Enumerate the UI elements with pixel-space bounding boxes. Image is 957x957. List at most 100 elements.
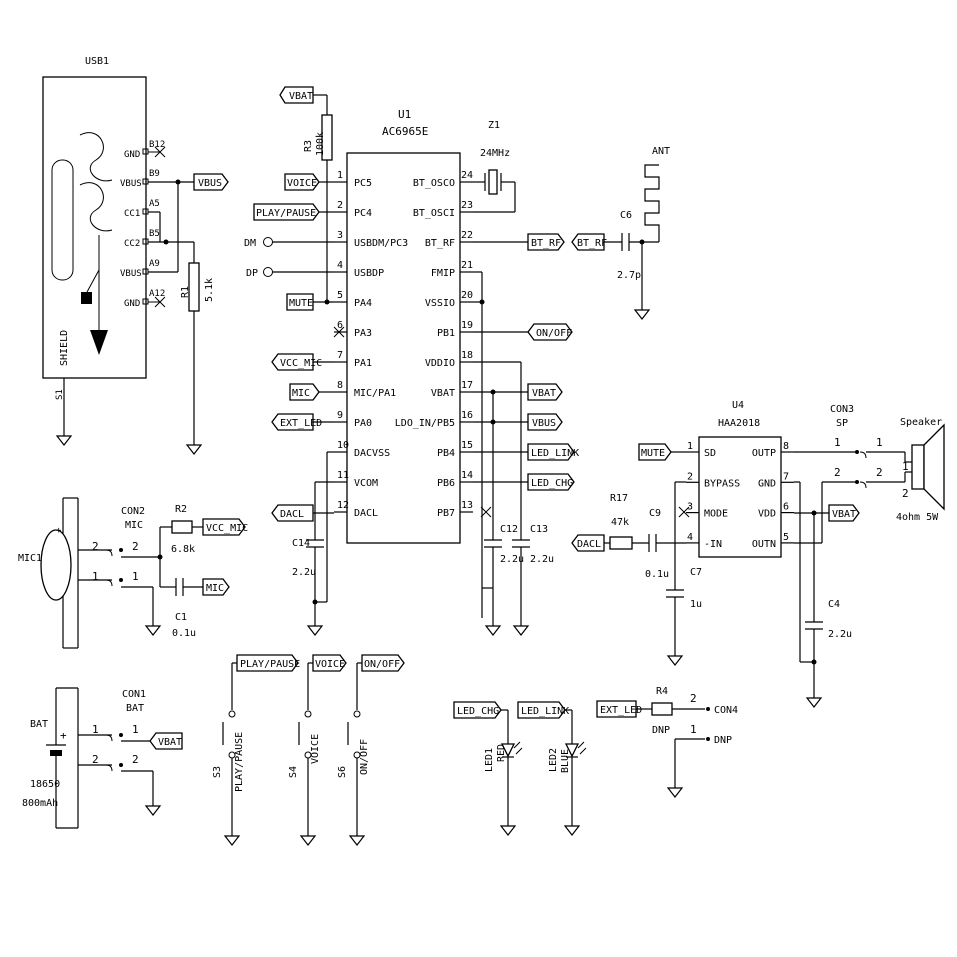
- s4-ref: S4: [288, 766, 299, 778]
- r17-value: 47k: [611, 517, 629, 528]
- con2-value: MIC: [125, 520, 143, 531]
- con2-ref: CON2: [121, 506, 145, 517]
- u1-pin-name: VBAT: [431, 388, 455, 399]
- c6-value: 2.7p: [617, 270, 641, 281]
- u1-pin-name: BT_RF: [425, 238, 455, 249]
- c9-ref: C9: [649, 508, 661, 519]
- u4-pin-name: VDD: [758, 509, 776, 520]
- u1-pin-name: PC5: [354, 178, 372, 189]
- con1-value: BAT: [126, 703, 144, 714]
- speaker-pin2: 2: [902, 487, 909, 500]
- s6-ref: S6: [337, 766, 348, 778]
- svg-text:+: +: [60, 729, 67, 742]
- con1-ref: CON1: [122, 689, 146, 700]
- r1-value: 5.1k: [204, 278, 215, 302]
- u1-pin-name: USBDM/PC3: [354, 238, 408, 249]
- con3-ref: CON3: [830, 404, 854, 415]
- u1-pin-number: 14: [461, 470, 473, 481]
- usb1-cc1-label: CC1: [124, 209, 140, 219]
- u1-left-pin-group: 1PC52PC43USBDM/PC34USBDP5PA46PA37PA18MIC…: [334, 170, 408, 519]
- u1-right-nets: Z1 24MHz BT_RF ON/OFF C13 2.2u VBAT C12 …: [473, 120, 579, 636]
- bat-pin2: 2: [92, 753, 99, 766]
- mic1-pin1: 1: [92, 570, 99, 583]
- led1-net-label: LED_CHG: [457, 706, 499, 717]
- mute-net-label: MUTE: [289, 298, 313, 309]
- usb1-pin-a5: A5: [149, 199, 160, 209]
- leds-section: LED_CHG LED1 RED LED_LINK LED2 BLUE: [453, 701, 587, 836]
- u1-pin-number: 10: [337, 440, 349, 451]
- led2-value: BLUE: [560, 749, 571, 773]
- u1-part: AC6965E: [382, 125, 428, 138]
- usb1-ref: USB1: [85, 56, 109, 67]
- z1-ref: Z1: [488, 120, 500, 131]
- con3-pin1: 1: [834, 436, 841, 449]
- u1-pin-number: 22: [461, 230, 473, 241]
- u1-pin-number: 6: [337, 320, 343, 331]
- usb1-shield-label: SHIELD: [59, 330, 70, 366]
- u1-pin-number: 4: [337, 260, 343, 271]
- u4-pin-name: OUTP: [752, 448, 776, 459]
- u1-pin-number: 23: [461, 200, 473, 211]
- s3-net-label: PLAY/PAUSE: [240, 659, 300, 670]
- usb-vbus-net-label: VBUS: [198, 178, 222, 189]
- u1-pin-number: 18: [461, 350, 473, 361]
- u1-pin-name: PB7: [437, 508, 455, 519]
- u1-pin-number: 12: [337, 500, 349, 511]
- mic1-ref: MIC1: [18, 553, 42, 564]
- speaker-pin1: 1: [902, 460, 909, 473]
- con4-ref: CON4: [714, 705, 738, 716]
- mic-net-label-mic: MIC: [206, 583, 224, 594]
- dacl-net-label-u1: DACL: [280, 509, 304, 520]
- c14-ref: C14: [292, 538, 310, 549]
- u1-pin-name: PB4: [437, 448, 455, 459]
- u1-chip: U1 AC6965E 1PC52PC43USBDM/PC34USBDP5PA46…: [334, 108, 473, 544]
- u1-pin-name: DACL: [354, 508, 378, 519]
- u1-pin-number: 3: [337, 230, 343, 241]
- con1-pin1: 1: [132, 723, 139, 736]
- bt-rf-net-label-ant: BT_RF: [577, 238, 607, 249]
- u4-pin-number: 2: [687, 471, 693, 482]
- s3-ref: S3: [212, 766, 223, 778]
- c12-value: 2.2u: [500, 554, 524, 565]
- u1-pin-number: 21: [461, 260, 473, 271]
- u1-pin-name: FMIP: [431, 268, 455, 279]
- con3-right-pin2: 2: [876, 466, 883, 479]
- led2-net-label: LED_LINK: [521, 706, 569, 717]
- c1-value: 0.1u: [172, 628, 196, 639]
- usb1-gnd1-label: GND: [124, 150, 140, 160]
- c7-value: 1u: [690, 599, 702, 610]
- r3-resistor: VBAT R3 100k: [279, 86, 333, 305]
- c4-ref: C4: [828, 599, 840, 610]
- u1-pin-name: PB6: [437, 478, 455, 489]
- c14-value: 2.2u: [292, 567, 316, 578]
- r2-ref: R2: [175, 504, 187, 515]
- u4-part: HAA2018: [718, 418, 760, 429]
- usb1-gnd2-label: GND: [124, 299, 140, 309]
- u4-amplifier: U4 HAA2018 1SD2BYPASS3MODE4-IN8OUTP7GND6…: [571, 400, 860, 708]
- r3-vbat-net-label: VBAT: [289, 91, 313, 102]
- u1-pin-number: 1: [337, 170, 343, 181]
- u4-pin-name: MODE: [704, 509, 728, 520]
- vcc-mic-net-label-mic: VCC_MIC: [206, 523, 248, 534]
- con2-pin2: 2: [132, 540, 139, 553]
- u4-pin-number: 6: [783, 502, 789, 513]
- u4-pin-number: 8: [783, 441, 789, 452]
- u1-pin-number: 11: [337, 470, 349, 481]
- svg-text:+: +: [56, 526, 62, 536]
- con2-pin1: 1: [132, 570, 139, 583]
- u1-pin-number: 8: [337, 380, 343, 391]
- c13-value: 2.2u: [530, 554, 554, 565]
- vbat-net-label-u4: VBAT: [832, 509, 856, 520]
- r17-ref: R17: [610, 493, 628, 504]
- u4-pin-name: -IN: [704, 539, 722, 550]
- vbus-net-label-u1: VBUS: [532, 418, 556, 429]
- u1-pin-name: VDDIO: [425, 358, 455, 369]
- u1-pin-number: 16: [461, 410, 473, 421]
- antenna-section: ANT BT_RF C6 2.7p: [571, 146, 670, 320]
- c6-ref: C6: [620, 210, 632, 221]
- u1-left-nets: VOICE PLAY/PAUSE DM DP MUTE VCC_MIC MIC …: [244, 173, 345, 636]
- dm-net-label: DM: [244, 238, 256, 249]
- c1-ref: C1: [175, 612, 187, 623]
- u1-pin-number: 5: [337, 290, 343, 301]
